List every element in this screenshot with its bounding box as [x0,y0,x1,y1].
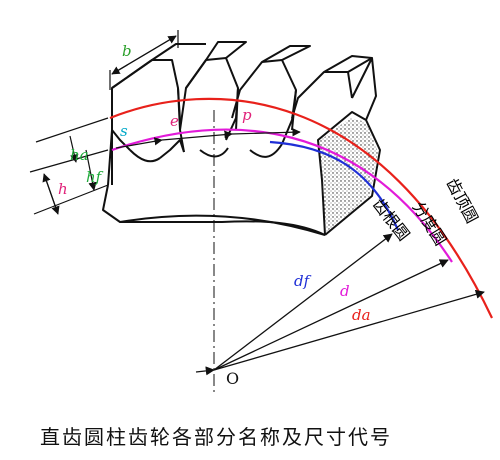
label-p: p [242,106,252,124]
height-dimensions [29,117,109,215]
label-d: d [340,282,350,300]
label-h: h [58,180,68,198]
label-ha: ha [70,146,89,164]
pitch-dimension-arrows [115,128,301,149]
label-da: da [352,306,371,324]
root-circle-arc [269,140,400,231]
tip-circle-arc [109,97,493,319]
gear-body [102,41,381,236]
label-root-circle: 齿根圆 [369,195,414,245]
label-s: s [120,122,128,140]
label-tip-circle: 齿顶圆 [442,175,481,226]
label-hf: hf [86,168,104,186]
diagram-title: 直齿圆柱齿轮各部分名称及尺寸代号 [40,425,392,449]
label-df: df [294,272,312,290]
label-b: b [122,42,132,60]
radius-lines [195,233,485,376]
label-e: e [170,112,179,130]
width-dimension [109,30,179,90]
section-hatch [318,118,378,232]
label-pitch-circle: 分度圆 [409,198,451,249]
pitch-circle-arc [111,128,453,263]
origin-label: O [226,369,239,388]
